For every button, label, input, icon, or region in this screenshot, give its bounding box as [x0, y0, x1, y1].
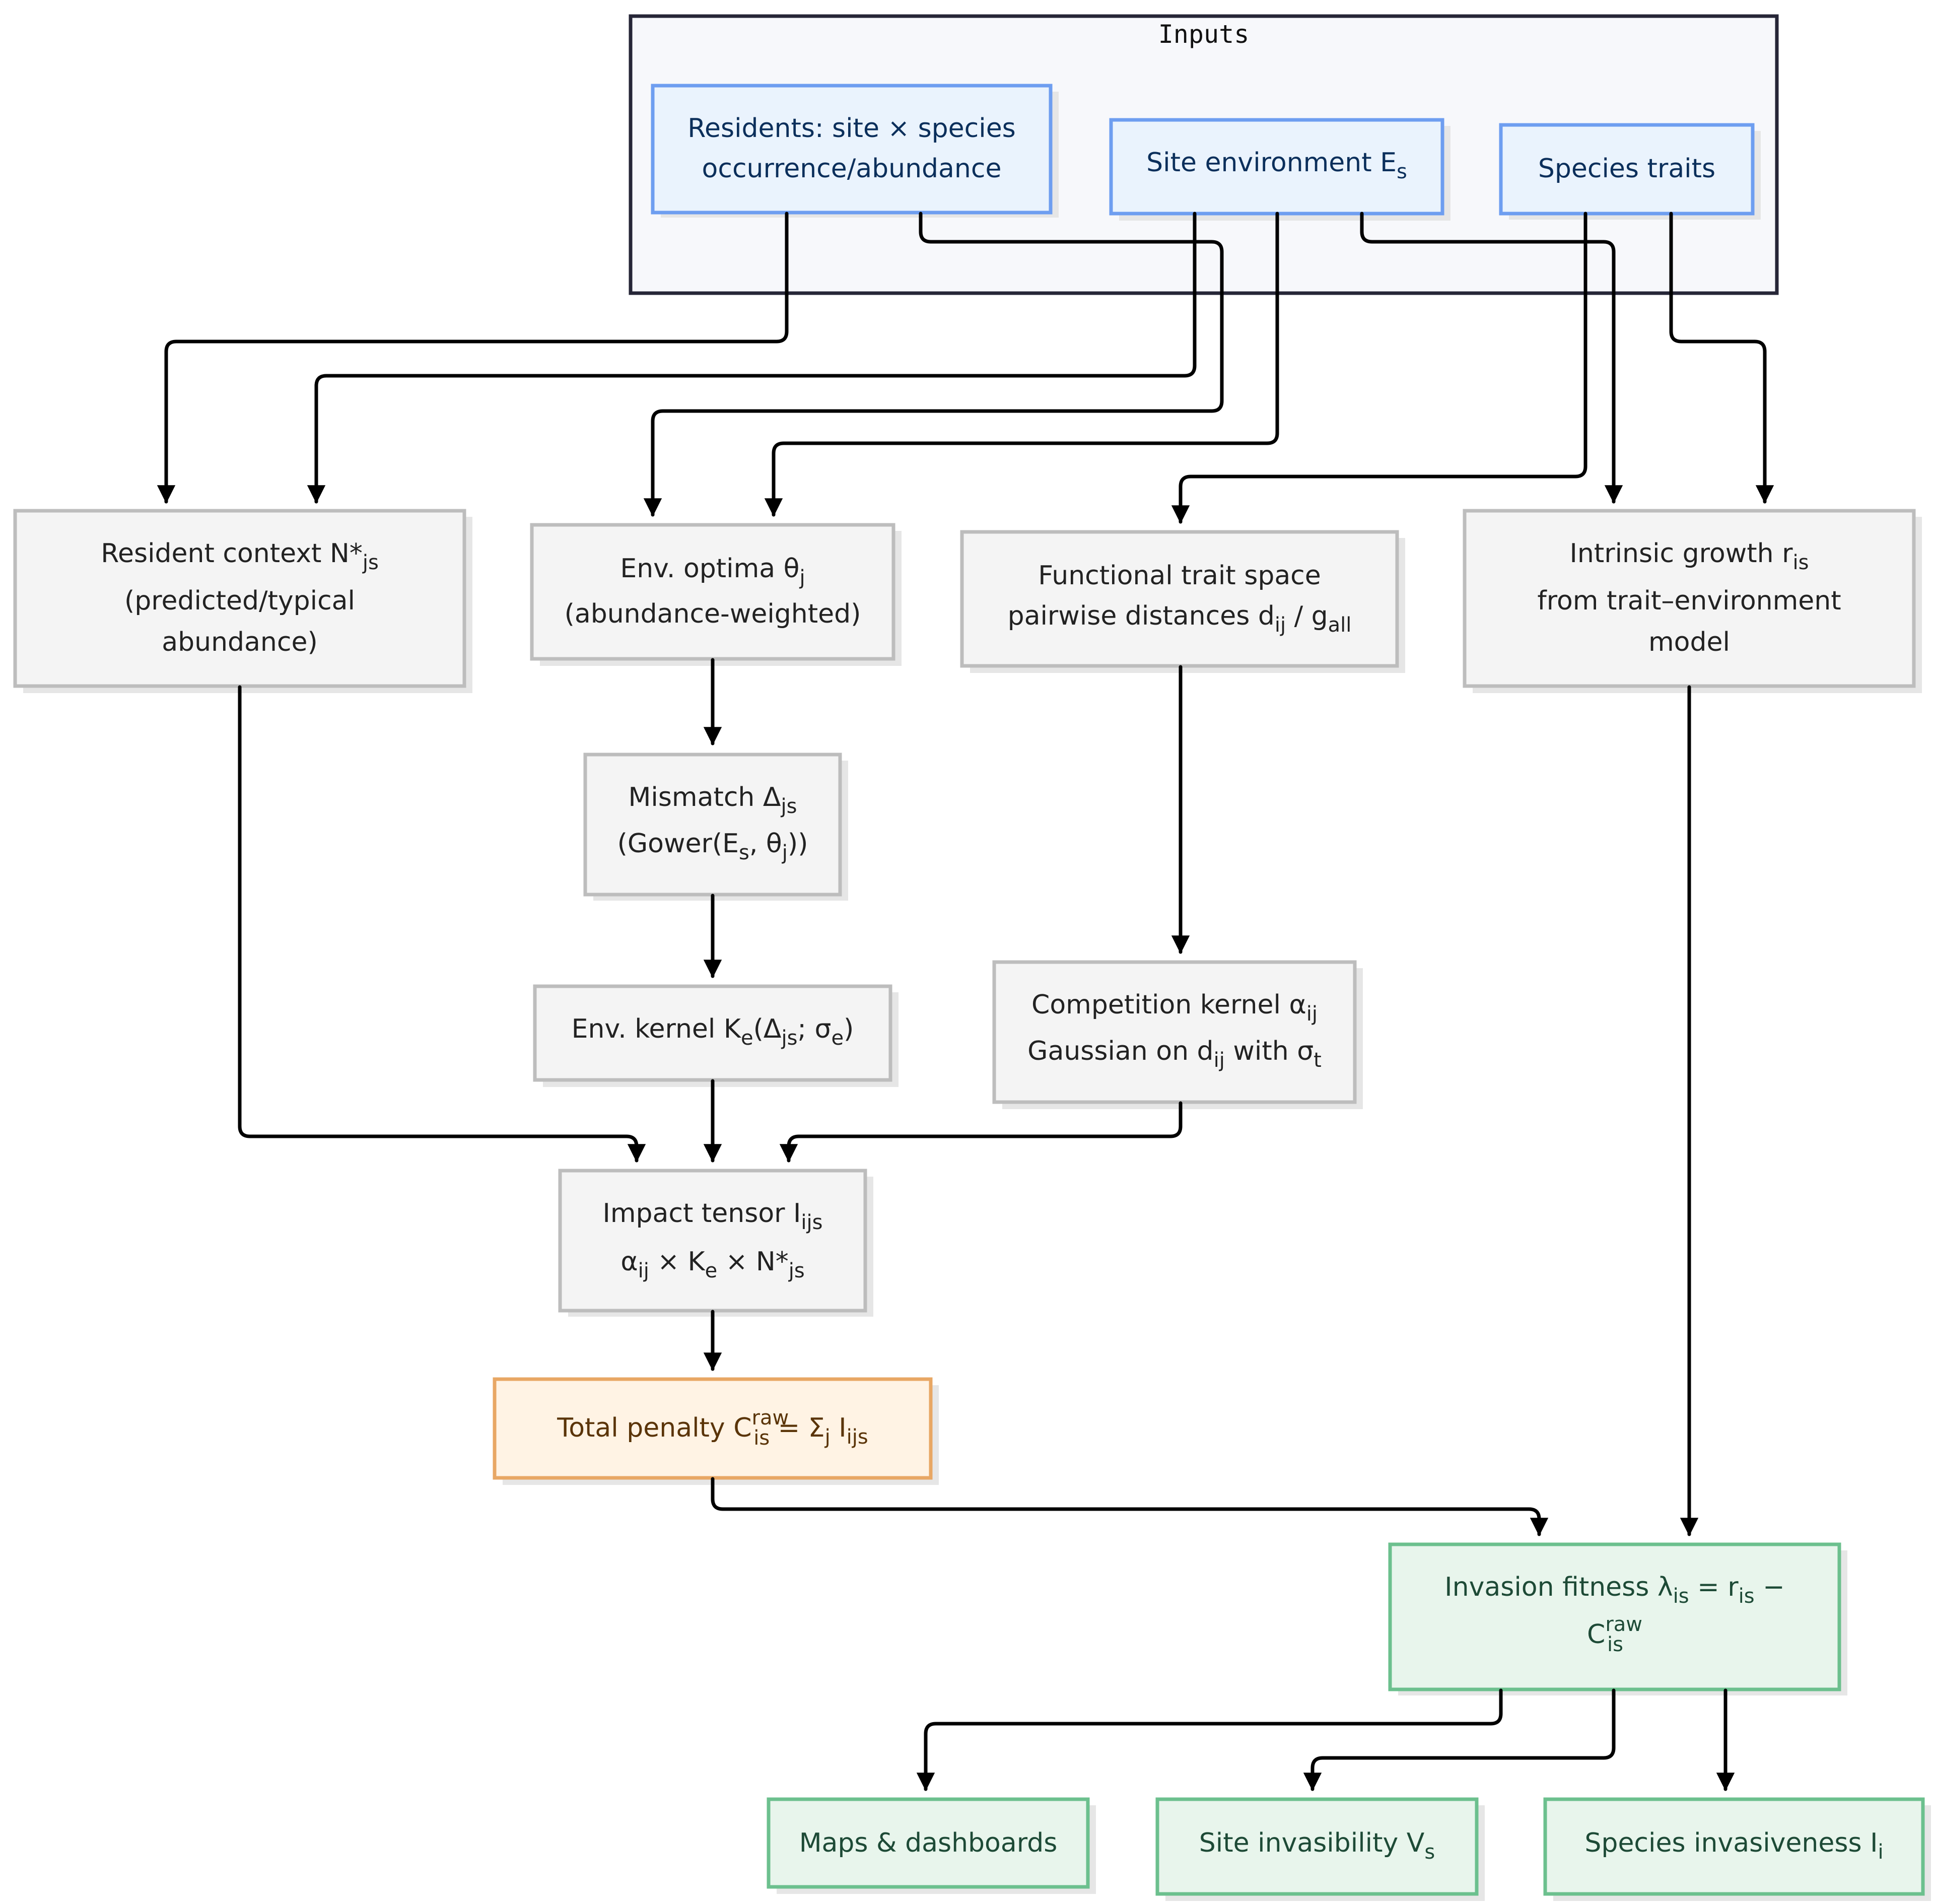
maps-dashboards-node: Maps & dashboards [767, 1797, 1096, 1894]
resident-context-node: Resident context N*js (predicted/typical… [13, 509, 472, 693]
intrinsic-growth-line1: Intrinsic growth ris [1570, 538, 1809, 574]
species-traits-label: Species traits [1538, 154, 1715, 184]
site-invasibility-node: Site invasibility Vs [1155, 1797, 1485, 1901]
env-optima-node: Env. optima θj (abundance-weighted) [530, 523, 902, 666]
inputs-title: Inputs [1158, 20, 1250, 49]
mismatch-line1: Mismatch Δjs [629, 782, 797, 818]
edge-env-to-intrinsic-growth [1360, 212, 1623, 504]
residents-node: Residents: site × species occurrence/abu… [651, 84, 1059, 218]
intrinsic-growth-line2: from trait–environment [1537, 586, 1841, 616]
env-kernel-label: Env. kernel Ke(Δjs; σe) [572, 1014, 854, 1050]
competition-kernel-line1: Competition kernel αij [1031, 990, 1318, 1026]
mismatch-line2: (Gower(Es, θj)) [617, 829, 808, 864]
edge-resident-context-to-impact-tensor [238, 685, 646, 1163]
resident-context-line3: abundance) [162, 627, 318, 657]
env-kernel-node: Env. kernel Ke(Δjs; σe) [533, 984, 899, 1087]
species-invasiveness-label: Species invasiveness Ii [1584, 1828, 1883, 1864]
resident-context-line2: (predicted/typical [124, 586, 355, 616]
intrinsic-growth-node: Intrinsic growth ris from trait–environm… [1463, 509, 1922, 693]
site-environment-label: Site environment Es [1146, 148, 1407, 183]
impact-tensor-line2: αij × Ke × N*js [620, 1247, 804, 1282]
trait-space-line1: Functional trait space [1038, 561, 1321, 591]
trait-space-node: Functional trait space pairwise distance… [960, 530, 1405, 673]
edge-total-penalty-to-invasion-fitness [711, 1477, 1549, 1536]
maps-dashboards-label: Maps & dashboards [799, 1828, 1058, 1858]
edge-traits-to-intrinsic-growth [1669, 212, 1774, 504]
edge-invasion-fitness-to-invasibility [1303, 1688, 1616, 1791]
impact-tensor-line1: Impact tensor Iijs [603, 1198, 823, 1234]
edge-traits-to-trait-space [1171, 212, 1587, 524]
edge-env-to-env-optima [764, 212, 1279, 517]
species-traits-node: Species traits [1499, 123, 1761, 220]
species-invasiveness-node: Species invasiveness Ii [1543, 1797, 1931, 1901]
site-invasibility-label: Site invasibility Vs [1199, 1828, 1435, 1864]
intrinsic-growth-line3: model [1648, 627, 1730, 657]
edge-residents-to-resident-context [157, 212, 789, 504]
residents-line1: Residents: site × species [687, 113, 1016, 144]
edge-env-to-resident-context [307, 212, 1197, 504]
mismatch-node: Mismatch Δjs (Gower(Es, θj)) [583, 753, 848, 901]
invasion-fitness-line1: Invasion fitness λis = ris − [1444, 1572, 1784, 1608]
impact-tensor-node: Impact tensor Iijs αij × Ke × N*js [558, 1169, 873, 1317]
edges [157, 212, 1774, 1791]
env-optima-line2: (abundance-weighted) [565, 599, 861, 629]
residents-line2: occurrence/abundance [702, 154, 1002, 184]
trait-space-line2: pairwise distances dij / gall [1008, 601, 1352, 637]
competition-kernel-node: Competition kernel αij Gaussian on dij w… [992, 960, 1363, 1109]
env-optima-line1: Env. optima θj [620, 554, 805, 589]
edge-residents-to-env-optima [643, 212, 1224, 517]
edge-invasion-fitness-to-maps [916, 1688, 1503, 1791]
competition-kernel-line2: Gaussian on dij with σt [1027, 1036, 1322, 1072]
resident-context-line1: Resident context N*js [101, 538, 379, 574]
edge-competition-kernel-to-impact-tensor [779, 1101, 1183, 1163]
site-environment-node: Site environment Es [1109, 118, 1450, 221]
